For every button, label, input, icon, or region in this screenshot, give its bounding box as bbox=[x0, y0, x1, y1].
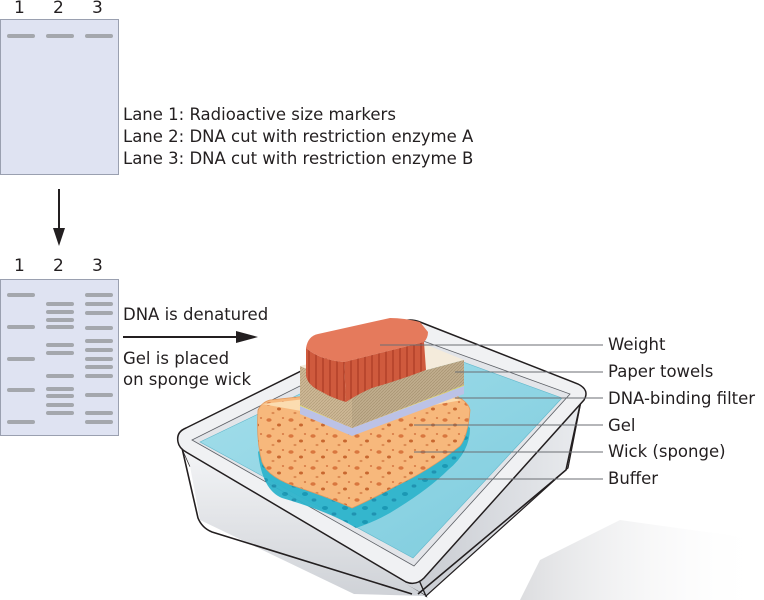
band-lane3-8 bbox=[85, 365, 113, 369]
band-lane2-1 bbox=[46, 34, 74, 38]
band-lane3-6 bbox=[85, 348, 113, 352]
legend-lane-2: Lane 2: DNA cut with restriction enzyme … bbox=[123, 127, 474, 146]
band-lane2-8 bbox=[46, 387, 74, 391]
band-lane1-1 bbox=[7, 34, 35, 38]
band-lane3-10 bbox=[85, 393, 113, 397]
bottom-lane-1-label: 1 bbox=[14, 256, 25, 276]
down-arrow-icon bbox=[53, 189, 65, 246]
legend-lane-1: Lane 1: Radioactive size markers bbox=[123, 105, 396, 124]
band-lane3-1 bbox=[85, 34, 113, 38]
band-lane2-3 bbox=[46, 318, 74, 322]
band-lane1-5 bbox=[7, 420, 35, 424]
gel-after-electrophoresis bbox=[0, 279, 119, 436]
band-lane2-2 bbox=[46, 310, 74, 314]
band-lane2-7 bbox=[46, 374, 74, 378]
band-lane3-11 bbox=[85, 411, 113, 415]
gel-before-transfer bbox=[0, 19, 119, 175]
callout-weight: Weight bbox=[608, 335, 666, 354]
callout-buffer: Buffer bbox=[608, 469, 659, 488]
band-lane1-4 bbox=[7, 388, 35, 392]
bottom-lane-2-label: 2 bbox=[53, 256, 64, 276]
band-lane2-1 bbox=[46, 302, 74, 306]
callout-gel: Gel bbox=[608, 416, 636, 435]
band-lane3-9 bbox=[85, 374, 113, 378]
band-lane2-5 bbox=[46, 343, 74, 347]
gel-layer bbox=[300, 386, 464, 436]
band-lane1-2 bbox=[7, 325, 35, 329]
step-placed-label-1: Gel is placed bbox=[123, 349, 230, 368]
top-lane-1-label: 1 bbox=[14, 0, 25, 18]
callout-leaders bbox=[380, 344, 603, 480]
band-lane2-11 bbox=[46, 411, 74, 415]
right-arrow-icon bbox=[123, 331, 258, 343]
top-lane-2-label: 2 bbox=[53, 0, 64, 18]
band-lane3-7 bbox=[85, 357, 113, 361]
band-lane1-3 bbox=[7, 357, 35, 361]
legend-lane-3: Lane 3: DNA cut with restriction enzyme … bbox=[123, 149, 474, 168]
callout-dna-binding-filter: DNA-binding filter bbox=[608, 389, 756, 408]
callout-wick: Wick (sponge) bbox=[608, 442, 726, 461]
band-lane2-6 bbox=[46, 351, 74, 355]
band-lane3-5 bbox=[85, 339, 113, 343]
band-lane2-9 bbox=[46, 394, 74, 398]
band-lane3-4 bbox=[85, 326, 113, 330]
band-lane3-2 bbox=[85, 302, 113, 306]
band-lane1-1 bbox=[7, 293, 35, 297]
band-lane3-12 bbox=[85, 420, 113, 424]
step-denature-label: DNA is denatured bbox=[123, 305, 269, 324]
top-lane-3-label: 3 bbox=[92, 0, 103, 18]
band-lane3-1 bbox=[85, 293, 113, 297]
bottom-lane-3-label: 3 bbox=[92, 256, 103, 276]
band-lane2-10 bbox=[46, 403, 74, 407]
weight-brick bbox=[306, 318, 428, 402]
band-lane2-4 bbox=[46, 325, 74, 329]
band-lane3-3 bbox=[85, 311, 113, 315]
callout-paper-towels: Paper towels bbox=[608, 362, 714, 381]
step-placed-label-2: on sponge wick bbox=[123, 370, 251, 389]
